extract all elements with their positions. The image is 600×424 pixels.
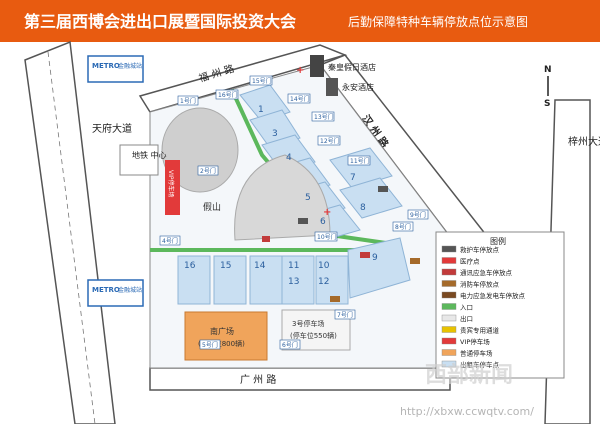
metro-sign-south: METRO 金融城站 [87,279,144,307]
svg-text:15号门: 15号门 [252,77,272,85]
metro-center-label: 地铁 中心 [132,150,167,160]
svg-text:10: 10 [318,261,330,271]
road-label-zizhou: 梓州大道 [568,135,600,148]
south-plaza-capacity: (停车位800辆) [198,339,245,348]
svg-text:14: 14 [254,261,266,271]
legend-item-label: 出租车停车点 [460,360,500,369]
taxi-icon [441,360,457,368]
legend-item-label: 医疗点 [460,257,480,266]
svg-text:6号门: 6号门 [282,341,298,349]
svg-text:6: 6 [320,217,326,227]
legend-panel: 图例 [435,231,565,379]
metro-sign-north: METRO 金融城站 [87,55,144,83]
vip-strip-label: VIP停车场 [167,170,175,198]
svg-text:14号门: 14号门 [290,95,310,103]
svg-text:7: 7 [350,173,356,183]
road-label-guangzhou: 广 州 路 [240,373,276,386]
svg-text:8号门: 8号门 [395,223,411,231]
gate-labels: 1号门 2号门 4号门 5号门 6号门 7号门 8号门 9号门 10号门 11号… [159,75,429,350]
svg-text:5: 5 [305,193,311,203]
svg-text:16号门: 16号门 [218,91,238,99]
svg-text:1: 1 [258,105,264,115]
svg-text:金融城站: 金融城站 [118,286,142,294]
legend-title: 图例 [490,236,506,246]
svg-text:4号门: 4号门 [162,237,178,245]
legend-item-label: VIP停车场 [460,337,490,346]
svg-text:金融城站: 金融城站 [118,62,142,70]
svg-text:1号门: 1号门 [180,97,196,105]
svg-text:4: 4 [286,153,292,163]
vehicle-markers: + + [262,65,420,302]
lot3-label: 3号停车场 [292,319,324,328]
svg-text:13: 13 [288,277,299,287]
header-bar [0,0,600,42]
compass: N S [544,65,552,109]
hotel-building-2 [326,78,338,96]
svg-text:N: N [544,65,552,75]
entrance-icon [441,303,457,310]
legend-item-label: 通讯应急车停放点 [460,268,513,277]
legend-item-label: 电力应急发电车停放点 [460,291,526,300]
fire-truck-icon [441,280,457,287]
vip-route-icon [441,326,457,333]
tianfu-road [24,40,116,424]
svg-text:9: 9 [372,253,378,263]
svg-text:+: + [296,65,304,76]
svg-text:S: S [544,99,550,109]
hotel-building-1 [310,55,324,77]
medical-cross-icon [441,257,457,264]
svg-text:METRO: METRO [92,62,120,70]
hill-label: 假山 [203,202,221,213]
svg-text:METRO: METRO [92,286,120,294]
metro-center [119,144,159,176]
legend-item-label: 入口 [460,304,473,312]
legend-item-label: 普通停车场 [460,349,493,358]
svg-text:+: + [323,207,331,218]
power-truck-icon [441,291,457,299]
guangzhou-road [149,367,451,391]
ambulance-icon [441,245,457,253]
svg-text:13号门: 13号门 [314,113,334,121]
exit-icon [441,314,457,322]
legend-rows: 救护车停放点医疗点通讯应急车停放点消防车停放点电力应急发电车停放点入口出口贵宾专… [441,245,526,369]
svg-text:12: 12 [318,277,329,287]
page-subtitle: 后勤保障特种车辆停放点位示意图 [348,14,528,29]
watermark-brand: 西部新闻 [425,362,513,388]
svg-text:9号门: 9号门 [410,211,426,219]
legend-item-label: 贵宾专用通道 [460,326,500,335]
svg-text:11: 11 [288,261,299,271]
hall-numbers: 1 3 4 5 6 7 8 9 10 11 12 13 14 15 16 [184,105,378,287]
svg-text:2号门: 2号门 [200,167,216,175]
south-plaza-label: 南广场 [210,326,234,336]
svg-text:12号门: 12号门 [320,137,340,145]
hotel-label-1: 秦皇假日酒店 [328,62,376,72]
svg-text:3: 3 [272,129,278,139]
legend-item-label: 救护车停放点 [460,245,500,254]
legend-item-label: 出口 [460,314,473,323]
parking-icon [441,349,457,356]
svg-text:10号门: 10号门 [317,233,337,241]
hotel-label-2: 永安酒店 [342,82,374,92]
comm-truck-icon [441,268,457,276]
svg-text:15: 15 [220,261,231,271]
legend-item-label: 消防车停放点 [460,280,500,289]
page-title: 第三届西博会进出口展暨国际投资大会 [24,12,296,31]
south-plaza [184,311,268,361]
hill-area [161,107,239,193]
watermark: 西部新闻 http://xbxw.ccwqtv.com/ [400,362,534,418]
vip-parking-icon [441,337,457,345]
vip-parking-strip [165,160,180,215]
lot3-capacity: (停车位550辆) [290,331,337,340]
svg-text:16: 16 [184,261,196,271]
svg-text:7号门: 7号门 [337,311,353,319]
svg-text:5号门: 5号门 [202,341,218,349]
svg-text:11号门: 11号门 [350,157,370,165]
svg-text:8: 8 [360,203,366,213]
watermark-url: http://xbxw.ccwqtv.com/ [400,405,534,418]
road-label-tianfu: 天府大道 [92,122,132,135]
